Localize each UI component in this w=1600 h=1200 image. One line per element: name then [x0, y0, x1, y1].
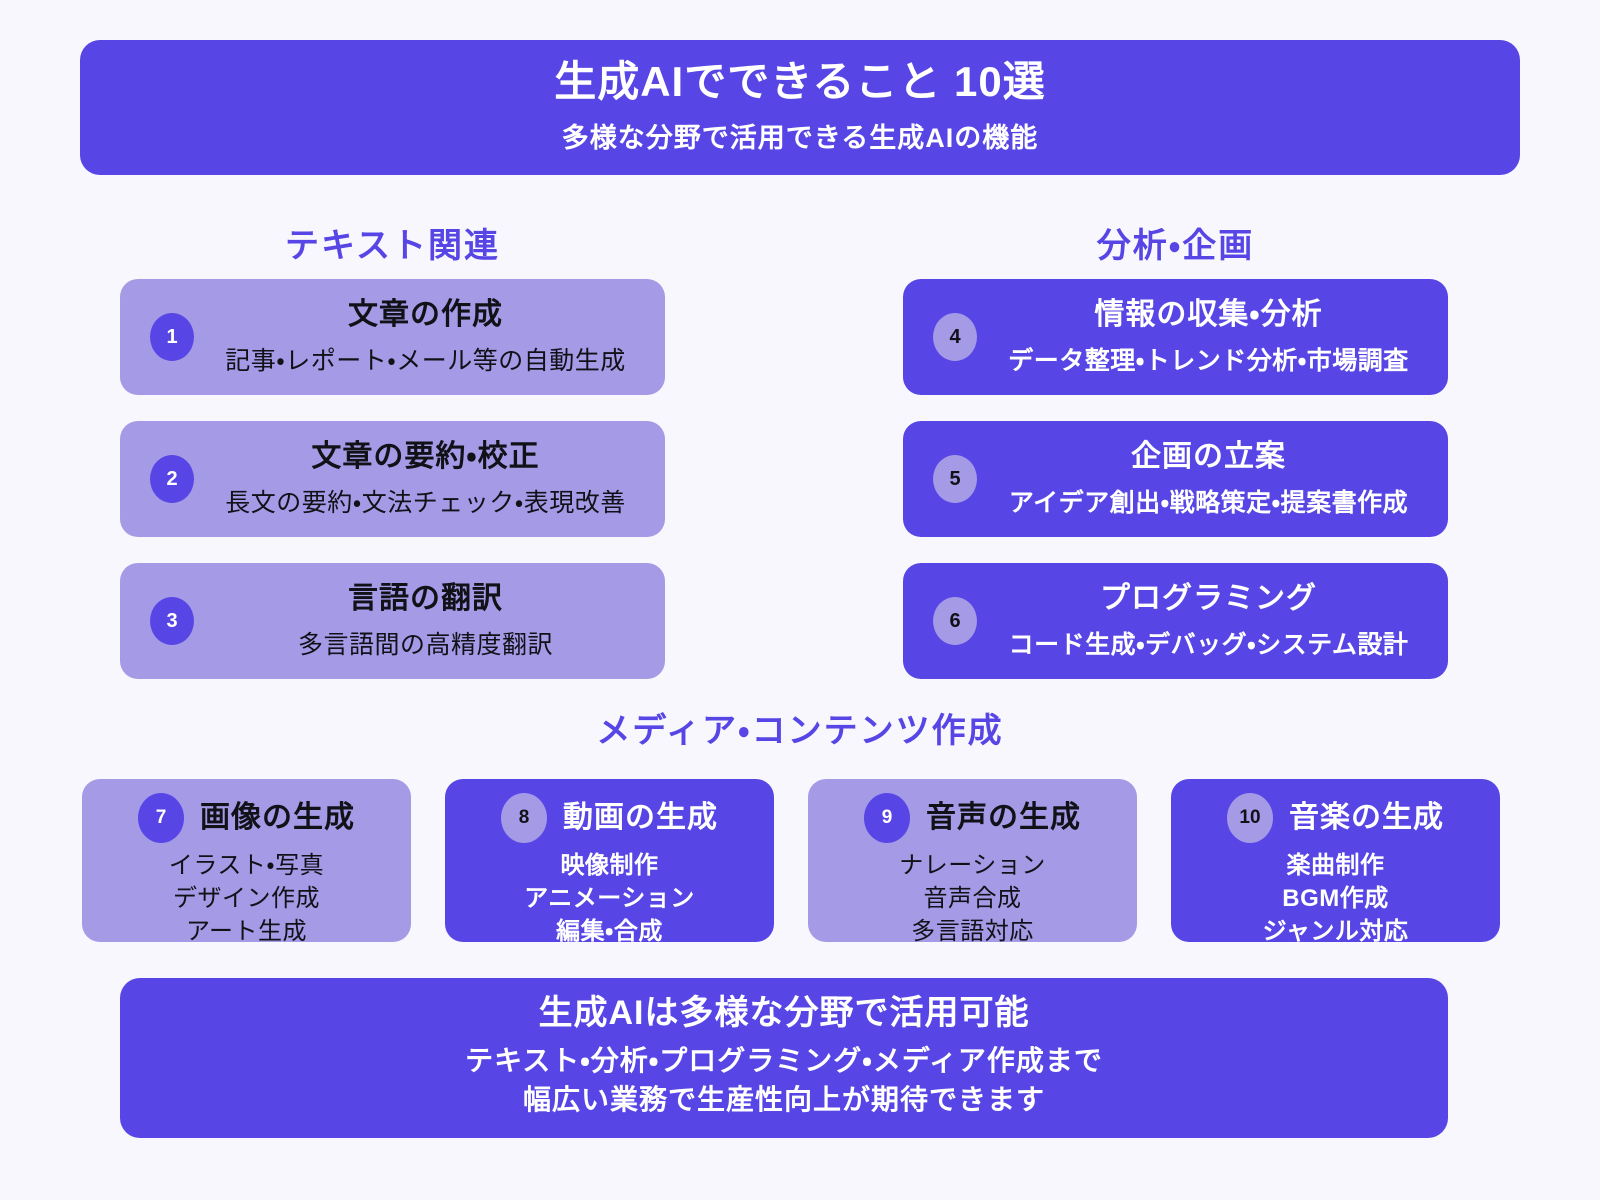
card-desc-line: デザイン作成: [173, 885, 320, 913]
card-desc-line: 楽曲制作: [1286, 852, 1385, 879]
number-badge: 6: [933, 597, 977, 645]
section-label-analysis: 分析・企画: [1096, 227, 1255, 265]
page-title: 生成AIでできること 10選: [554, 58, 1046, 105]
card-desc-lines: 楽曲制作 BGM作成 ジャンル対応: [1171, 849, 1500, 948]
card-desc-line: アニメーション: [524, 885, 695, 913]
card-summary-proofread: 2 文章の要約・校正 長文の要約・文法チェック・表現改善: [120, 421, 665, 537]
card-body: プログラミング コード生成・デバッグ・システム設計: [995, 581, 1422, 661]
card-desc-lines: 映像制作 アニメーション 編集・合成: [445, 849, 774, 948]
card-title: 企画の立案: [1131, 440, 1286, 473]
card-head: 7 画像の生成: [82, 793, 411, 843]
number-badge: 1: [150, 313, 194, 361]
card-desc-line: ジャンル対応: [1262, 918, 1409, 946]
card-title: プログラミング: [1100, 582, 1317, 615]
card-desc-line: BGM作成: [1282, 885, 1389, 913]
badge-number: 10: [1239, 807, 1261, 828]
card-body: 文章の要約・校正 長文の要約・文法チェック・表現改善: [212, 439, 639, 519]
card-desc-line: 映像制作: [560, 852, 659, 879]
card-translation: 3 言語の翻訳 多言語間の高精度翻訳: [120, 563, 665, 679]
card-desc-line: 多言語対応: [911, 918, 1034, 946]
card-desc-line: 編集・合成: [556, 918, 663, 946]
card-writing: 1 文章の作成 記事・レポート・メール等の自動生成: [120, 279, 665, 395]
card-image-generation: 7 画像の生成 イラスト・写真 デザイン作成 アート生成: [82, 779, 411, 945]
page-subtitle: 多様な分野で活用できる生成AIの機能: [561, 123, 1039, 154]
card-head: 8 動画の生成: [445, 793, 774, 843]
card-desc-lines: ナレーション 音声合成 多言語対応: [808, 849, 1137, 948]
number-badge: 4: [933, 313, 977, 361]
number-badge: 9: [864, 793, 910, 843]
card-head: 9 音声の生成: [808, 793, 1137, 843]
footer-title: 生成AIは多様な分野で活用可能: [538, 994, 1030, 1032]
card-programming: 6 プログラミング コード生成・デバッグ・システム設計: [903, 563, 1448, 679]
badge-number: 3: [166, 609, 178, 632]
badge-number: 7: [155, 807, 167, 828]
section-label-text: テキスト関連: [285, 227, 500, 265]
card-title: 文章の要約・校正: [311, 440, 540, 473]
card-title: 言語の翻訳: [348, 582, 503, 615]
number-badge: 2: [150, 455, 194, 503]
card-desc-line: アート生成: [185, 918, 308, 946]
footer-banner: 生成AIは多様な分野で活用可能 テキスト・分析・プログラミング・メディア作成まで…: [120, 978, 1448, 1138]
number-badge: 7: [138, 793, 184, 843]
badge-number: 4: [949, 325, 961, 348]
footer-line: 幅広い業務で生産性向上が期待できます: [522, 1084, 1045, 1116]
card-desc: 多言語間の高精度翻訳: [297, 631, 553, 659]
card-desc: コード生成・デバッグ・システム設計: [1008, 631, 1409, 659]
badge-number: 1: [166, 325, 178, 348]
card-desc-line: イラスト・写真: [168, 852, 325, 879]
card-title: 音声の生成: [926, 801, 1081, 834]
card-title: 音楽の生成: [1289, 801, 1444, 834]
card-video-generation: 8 動画の生成 映像制作 アニメーション 編集・合成: [445, 779, 774, 945]
card-voice-generation: 9 音声の生成 ナレーション 音声合成 多言語対応: [808, 779, 1137, 945]
number-badge: 10: [1227, 793, 1273, 843]
card-title: 画像の生成: [200, 801, 355, 834]
card-desc-line: ナレーション: [899, 852, 1046, 879]
card-desc-lines: イラスト・写真 デザイン作成 アート生成: [82, 849, 411, 948]
card-title: 情報の収集・分析: [1094, 298, 1323, 331]
card-body: 企画の立案 アイデア創出・戦略策定・提案書作成: [995, 439, 1422, 519]
card-body: 文章の作成 記事・レポート・メール等の自動生成: [212, 297, 639, 377]
section-label-media: メディア・コンテンツ作成: [596, 712, 1004, 750]
badge-number: 9: [881, 807, 893, 828]
card-music-generation: 10 音楽の生成 楽曲制作 BGM作成 ジャンル対応: [1171, 779, 1500, 945]
card-title: 文章の作成: [348, 298, 503, 331]
card-title: 動画の生成: [563, 801, 718, 834]
number-badge: 5: [933, 455, 977, 503]
card-body: 情報の収集・分析 データ整理・トレンド分析・市場調査: [995, 297, 1422, 377]
number-badge: 3: [150, 597, 194, 645]
card-desc: 記事・レポート・メール等の自動生成: [225, 347, 626, 375]
card-desc: 長文の要約・文法チェック・表現改善: [225, 489, 626, 517]
badge-number: 2: [166, 467, 178, 490]
card-body: 言語の翻訳 多言語間の高精度翻訳: [212, 581, 639, 661]
card-desc: アイデア創出・戦略策定・提案書作成: [1008, 489, 1409, 517]
badge-number: 5: [949, 467, 961, 490]
badge-number: 6: [949, 609, 961, 632]
badge-number: 8: [518, 807, 530, 828]
card-desc: データ整理・トレンド分析・市場調査: [1008, 347, 1409, 375]
card-planning: 5 企画の立案 アイデア創出・戦略策定・提案書作成: [903, 421, 1448, 537]
card-desc-line: 音声合成: [923, 885, 1022, 913]
number-badge: 8: [501, 793, 547, 843]
header-banner: 生成AIでできること 10選 多様な分野で活用できる生成AIの機能: [80, 40, 1520, 175]
card-head: 10 音楽の生成: [1171, 793, 1500, 843]
card-research-analysis: 4 情報の収集・分析 データ整理・トレンド分析・市場調査: [903, 279, 1448, 395]
footer-line: テキスト・分析・プログラミング・メディア作成まで: [465, 1044, 1103, 1076]
